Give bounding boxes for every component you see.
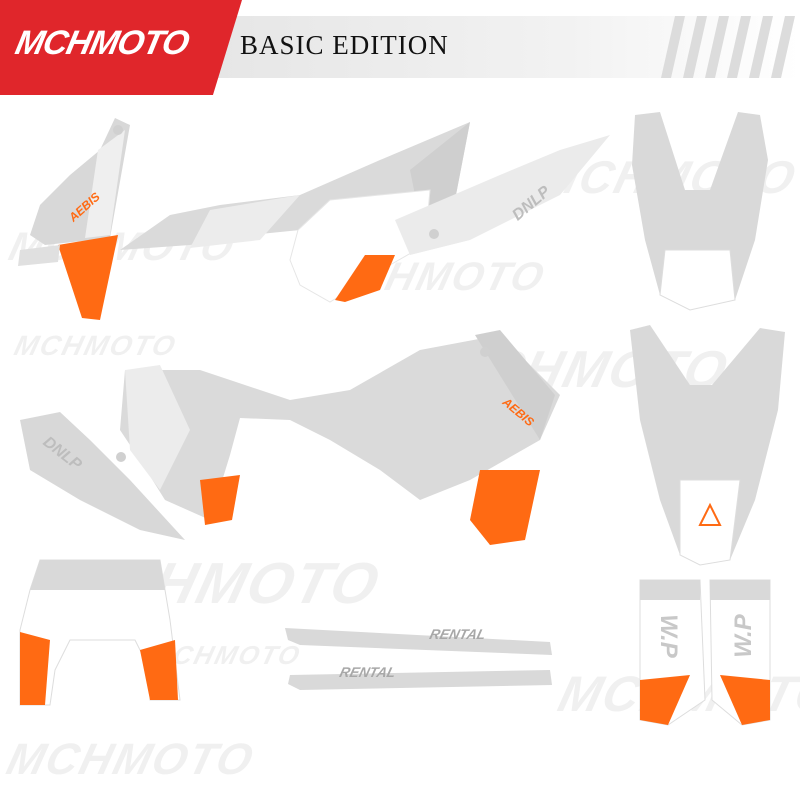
swingarm-strips [285,628,552,690]
left-shroud-top [18,118,130,320]
swingarm-label: RENTAL [338,664,398,680]
front-plate [632,112,768,311]
fork-guards [639,579,771,726]
edition-title: BASIC EDITION [240,30,449,60]
rear-fender [630,325,785,566]
tank-panel-bottom [20,330,560,545]
fork-label: W.P [654,614,682,658]
swingarm-label: RENTAL [428,626,488,642]
tank-panel-top [113,122,610,303]
brand-box [0,0,242,95]
headlight-mask [19,559,181,706]
fork-label: W.P [729,614,757,658]
header-banner: MCHMOTO BASIC EDITION [0,0,800,95]
header-stripes [661,16,795,78]
